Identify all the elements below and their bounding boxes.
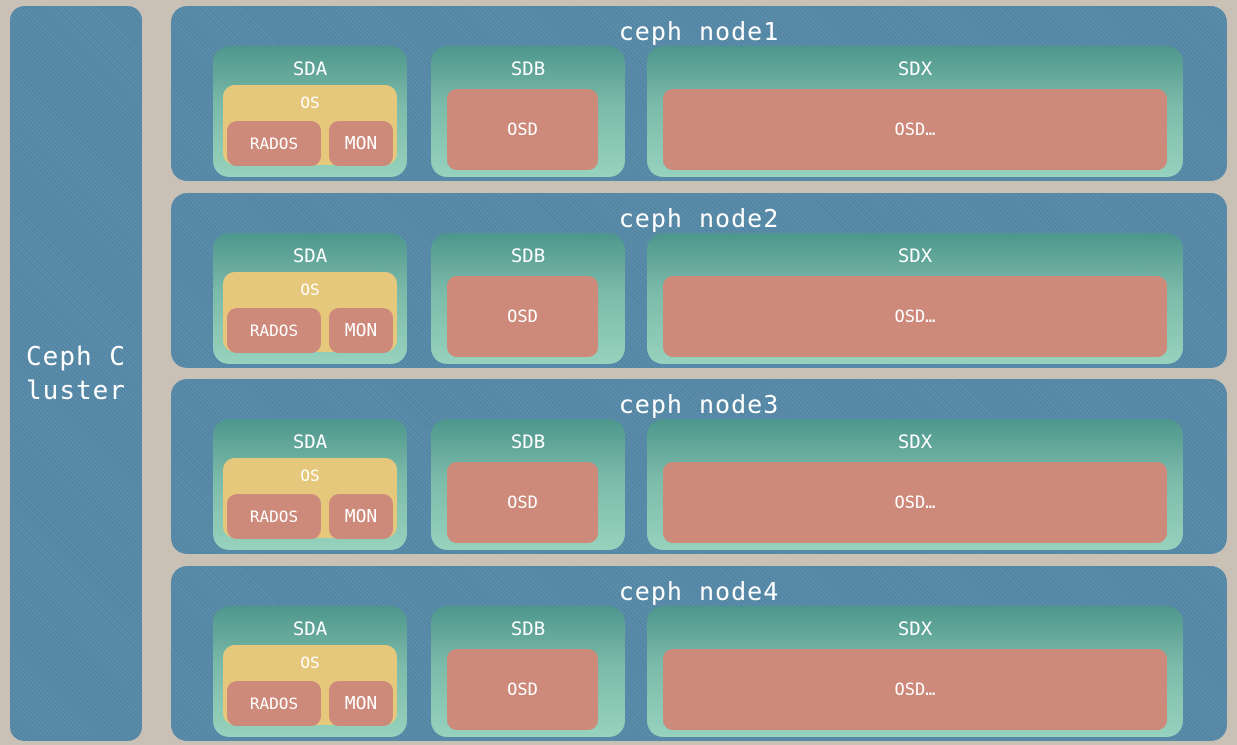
osd-multi-box: OSD… [663, 276, 1167, 357]
disk-sdb: SDB OSD [431, 606, 625, 737]
ceph-node-2: ceph node2 SDA OS RADOS MON SDB OSD SDX … [171, 193, 1227, 368]
mon-box: MON [329, 308, 393, 353]
disk-label: SDX [897, 431, 933, 453]
mon-box: MON [329, 121, 393, 166]
os-label: OS [300, 93, 320, 112]
disk-label: SDB [510, 618, 546, 640]
os-box: OS RADOS MON [223, 458, 397, 539]
os-box: OS RADOS MON [223, 272, 397, 353]
disk-label: SDA [292, 431, 328, 453]
os-label: OS [300, 280, 320, 299]
osd-multi-box: OSD… [663, 649, 1167, 730]
disk-sdb: SDB OSD [431, 419, 625, 550]
rados-box: RADOS [227, 308, 321, 353]
disk-sda: SDA OS RADOS MON [213, 606, 407, 737]
osd-multi-box: OSD… [663, 89, 1167, 170]
osd-box: OSD [447, 276, 598, 357]
disk-sda: SDA OS RADOS MON [213, 233, 407, 364]
disk-sdx: SDX OSD… [647, 419, 1183, 550]
disk-sdb: SDB OSD [431, 233, 625, 364]
os-box: OS RADOS MON [223, 85, 397, 166]
disk-sdb: SDB OSD [431, 46, 625, 177]
disk-sdx: SDX OSD… [647, 606, 1183, 737]
node-title: ceph node3 [618, 390, 780, 419]
disk-sdx: SDX OSD… [647, 233, 1183, 364]
os-label: OS [300, 466, 320, 485]
ceph-node-1: ceph node1 SDA OS RADOS MON SDB OSD SDX … [171, 6, 1227, 181]
disk-sda: SDA OS RADOS MON [213, 419, 407, 550]
rados-box: RADOS [227, 121, 321, 166]
os-label: OS [300, 653, 320, 672]
os-box: OS RADOS MON [223, 645, 397, 726]
disk-label: SDA [292, 618, 328, 640]
node-title: ceph node2 [618, 204, 780, 233]
disk-label: SDA [292, 245, 328, 267]
disk-label: SDA [292, 58, 328, 80]
mon-box: MON [329, 494, 393, 539]
cluster-label: Ceph Cluster [26, 341, 126, 406]
disk-label: SDX [897, 245, 933, 267]
rados-box: RADOS [227, 494, 321, 539]
disk-label: SDB [510, 58, 546, 80]
disk-sda: SDA OS RADOS MON [213, 46, 407, 177]
disk-label: SDX [897, 618, 933, 640]
osd-box: OSD [447, 649, 598, 730]
mon-box: MON [329, 681, 393, 726]
node-title: ceph node4 [618, 577, 780, 606]
disk-sdx: SDX OSD… [647, 46, 1183, 177]
ceph-node-4: ceph node4 SDA OS RADOS MON SDB OSD SDX … [171, 566, 1227, 741]
disk-label: SDX [897, 58, 933, 80]
rados-box: RADOS [227, 681, 321, 726]
ceph-node-3: ceph node3 SDA OS RADOS MON SDB OSD SDX … [171, 379, 1227, 554]
osd-multi-box: OSD… [663, 462, 1167, 543]
osd-box: OSD [447, 462, 598, 543]
disk-label: SDB [510, 431, 546, 453]
node-title: ceph node1 [618, 17, 780, 46]
disk-label: SDB [510, 245, 546, 267]
ceph-cluster-panel: Ceph Cluster [10, 6, 142, 741]
osd-box: OSD [447, 89, 598, 170]
